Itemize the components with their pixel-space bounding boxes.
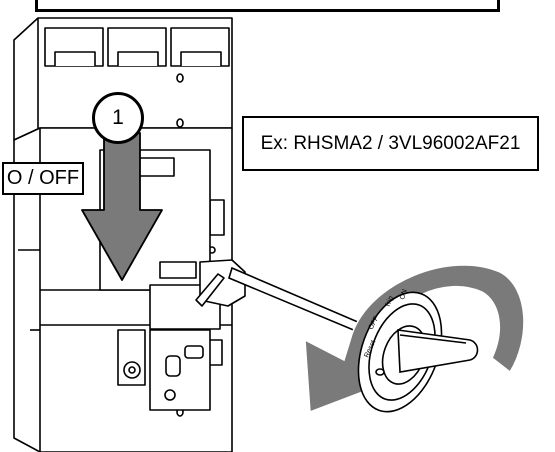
header-frame — [35, 0, 500, 12]
down-arrow-icon — [81, 132, 163, 281]
door-handle — [357, 291, 479, 413]
handle-marking-on: ON — [399, 289, 409, 301]
handle-marking-trip: Trip — [384, 295, 395, 309]
step-number-badge: 1 — [92, 92, 144, 144]
coupling-block — [195, 259, 246, 307]
model-label-box: Ex: RHSMA2 / 3VL96002AF21 — [242, 116, 539, 171]
model-label: Ex: RHSMA2 / 3VL96002AF21 — [260, 132, 521, 154]
position-label-box: O / OFF — [2, 162, 84, 195]
step-number: 1 — [112, 106, 124, 129]
position-label: O / OFF — [6, 167, 80, 189]
